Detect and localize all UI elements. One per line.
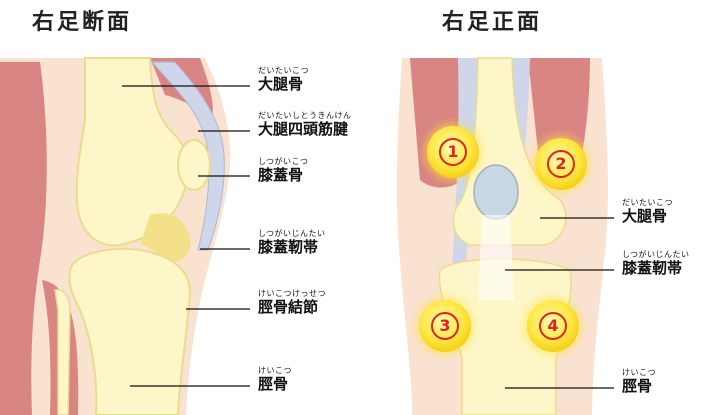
- term-tibia-right: 脛骨: [622, 377, 656, 396]
- term-tibia-left: 脛骨: [258, 375, 292, 394]
- label-tibial-tuberosity: けいこつけっせつ 脛骨結節: [258, 289, 326, 317]
- ruby-femur-right: だいたいこつ: [622, 198, 673, 207]
- patella-front: [474, 165, 518, 219]
- label-patellar-ligament-left: しつがいじんたい 膝蓋靭帯: [258, 229, 326, 257]
- label-femur-left: だいたいこつ 大腿骨: [258, 66, 309, 94]
- label-tibia-left: けいこつ 脛骨: [258, 366, 292, 394]
- ruby-tibia-right: けいこつ: [622, 368, 656, 377]
- term-femur-right: 大腿骨: [622, 207, 673, 226]
- ruby-tibia-left: けいこつ: [258, 366, 292, 375]
- ruby-quadriceps-tendon: だいたいしとうきんけん: [258, 111, 352, 120]
- term-quadriceps-tendon: 大腿四頭筋腱: [258, 120, 352, 139]
- term-patella-left: 膝蓋骨: [258, 166, 309, 185]
- patella-bone: [178, 140, 210, 190]
- term-patellar-ligament-right: 膝蓋靭帯: [622, 259, 690, 278]
- ruby-patellar-ligament-left: しつがいじんたい: [258, 229, 326, 238]
- front-view-illustration: [397, 58, 608, 415]
- label-patellar-ligament-right: しつがいじんたい 膝蓋靭帯: [622, 250, 690, 278]
- label-tibia-right: けいこつ 脛骨: [622, 368, 656, 396]
- label-patella-left: しつがいこつ 膝蓋骨: [258, 157, 309, 185]
- patellar-ligament-front: [478, 215, 514, 300]
- badge-4-number: 4: [539, 312, 567, 340]
- ruby-tibial-tuberosity: けいこつけっせつ: [258, 289, 326, 298]
- badge-1: 1: [427, 126, 479, 178]
- badge-1-number: 1: [439, 138, 467, 166]
- label-femur-right: だいたいこつ 大腿骨: [622, 198, 673, 226]
- ruby-patella-left: しつがいこつ: [258, 157, 309, 166]
- fibula-bone: [55, 290, 70, 415]
- ruby-patellar-ligament-right: しつがいじんたい: [622, 250, 690, 259]
- term-patellar-ligament-left: 膝蓋靭帯: [258, 238, 326, 257]
- ruby-femur-left: だいたいこつ: [258, 66, 309, 75]
- term-tibial-tuberosity: 脛骨結節: [258, 298, 326, 317]
- badge-4: 4: [527, 300, 579, 352]
- sagittal-section-illustration: [0, 58, 230, 415]
- badge-3: 3: [419, 300, 471, 352]
- term-femur-left: 大腿骨: [258, 75, 309, 94]
- label-quadriceps-tendon: だいたいしとうきんけん 大腿四頭筋腱: [258, 111, 352, 139]
- badge-3-number: 3: [431, 312, 459, 340]
- badge-2-number: 2: [547, 150, 575, 178]
- badge-2: 2: [535, 138, 587, 190]
